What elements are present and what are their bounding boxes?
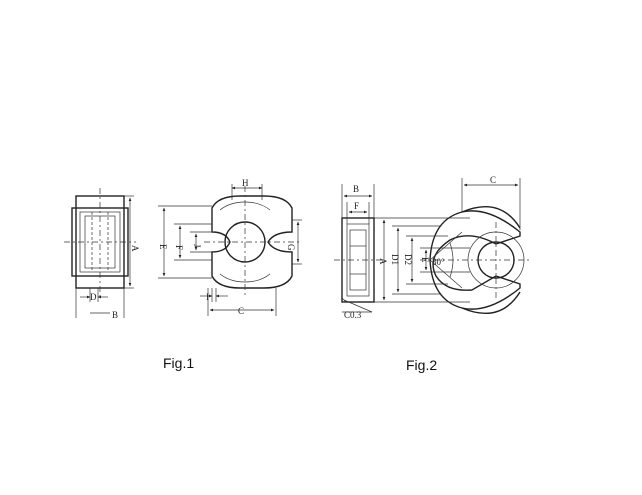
fig1-dim-J: J	[190, 231, 214, 253]
fig2-chamfer: C0.3	[342, 299, 373, 320]
fig2-dim-F: F	[346, 201, 370, 224]
fig1-dim-A: A	[124, 195, 140, 289]
fig1-dim-E: E	[158, 205, 212, 279]
fig1-dim-C: C	[207, 288, 277, 316]
fig1-label-C: C	[238, 306, 244, 316]
fig2-angle: 30°	[432, 257, 445, 267]
fig1-dim-F: F	[174, 223, 212, 261]
fig1-label-J: J	[192, 244, 202, 248]
fig1-dim-B: B	[75, 288, 125, 320]
fig1-label-I: I	[206, 292, 209, 302]
fig1-dim-H: H	[231, 178, 263, 200]
fig2-front-view	[420, 205, 530, 315]
fig1-side-view	[64, 188, 136, 296]
fig2-label-B: B	[353, 184, 359, 194]
fig2-label-F: F	[354, 201, 359, 211]
fig2-caption: Fig.2	[406, 357, 438, 373]
fig2-dim-C: C	[461, 175, 521, 230]
fig1-dim-D: D	[80, 288, 108, 302]
fig2-side-view	[334, 217, 382, 303]
fig1-front-view	[204, 186, 302, 298]
fig1-label-A: A	[130, 245, 140, 252]
fig2-label-D1: D1	[390, 254, 400, 265]
fig1-label-E: E	[158, 244, 168, 250]
fig1-label-H: H	[242, 178, 249, 188]
fig1-label-F: F	[174, 245, 184, 250]
fig2-label-angle: 30°	[432, 257, 445, 267]
fig2-label-A: A	[378, 258, 388, 265]
fig2-dim-A: A	[374, 217, 470, 303]
fig1-dim-G: G	[286, 219, 302, 265]
fig2-dim-D1: D1	[390, 225, 440, 295]
fig2-label-E: E	[420, 257, 430, 263]
fig2-dim-E: E	[420, 247, 470, 273]
fig2-label-chamfer: C0.3	[344, 310, 362, 320]
fig1-caption: Fig.1	[163, 355, 195, 371]
fig2-dim-D2: D2	[403, 235, 448, 285]
fig1-label-G: G	[286, 244, 296, 251]
fig2-label-C: C	[490, 175, 496, 185]
fig2-dim-B: B	[341, 184, 375, 218]
fig1-dim-I: I	[200, 288, 228, 302]
fig1-label-D: D	[90, 292, 97, 302]
fig2-label-D2: D2	[403, 254, 413, 265]
fig1-label-B: B	[112, 310, 118, 320]
